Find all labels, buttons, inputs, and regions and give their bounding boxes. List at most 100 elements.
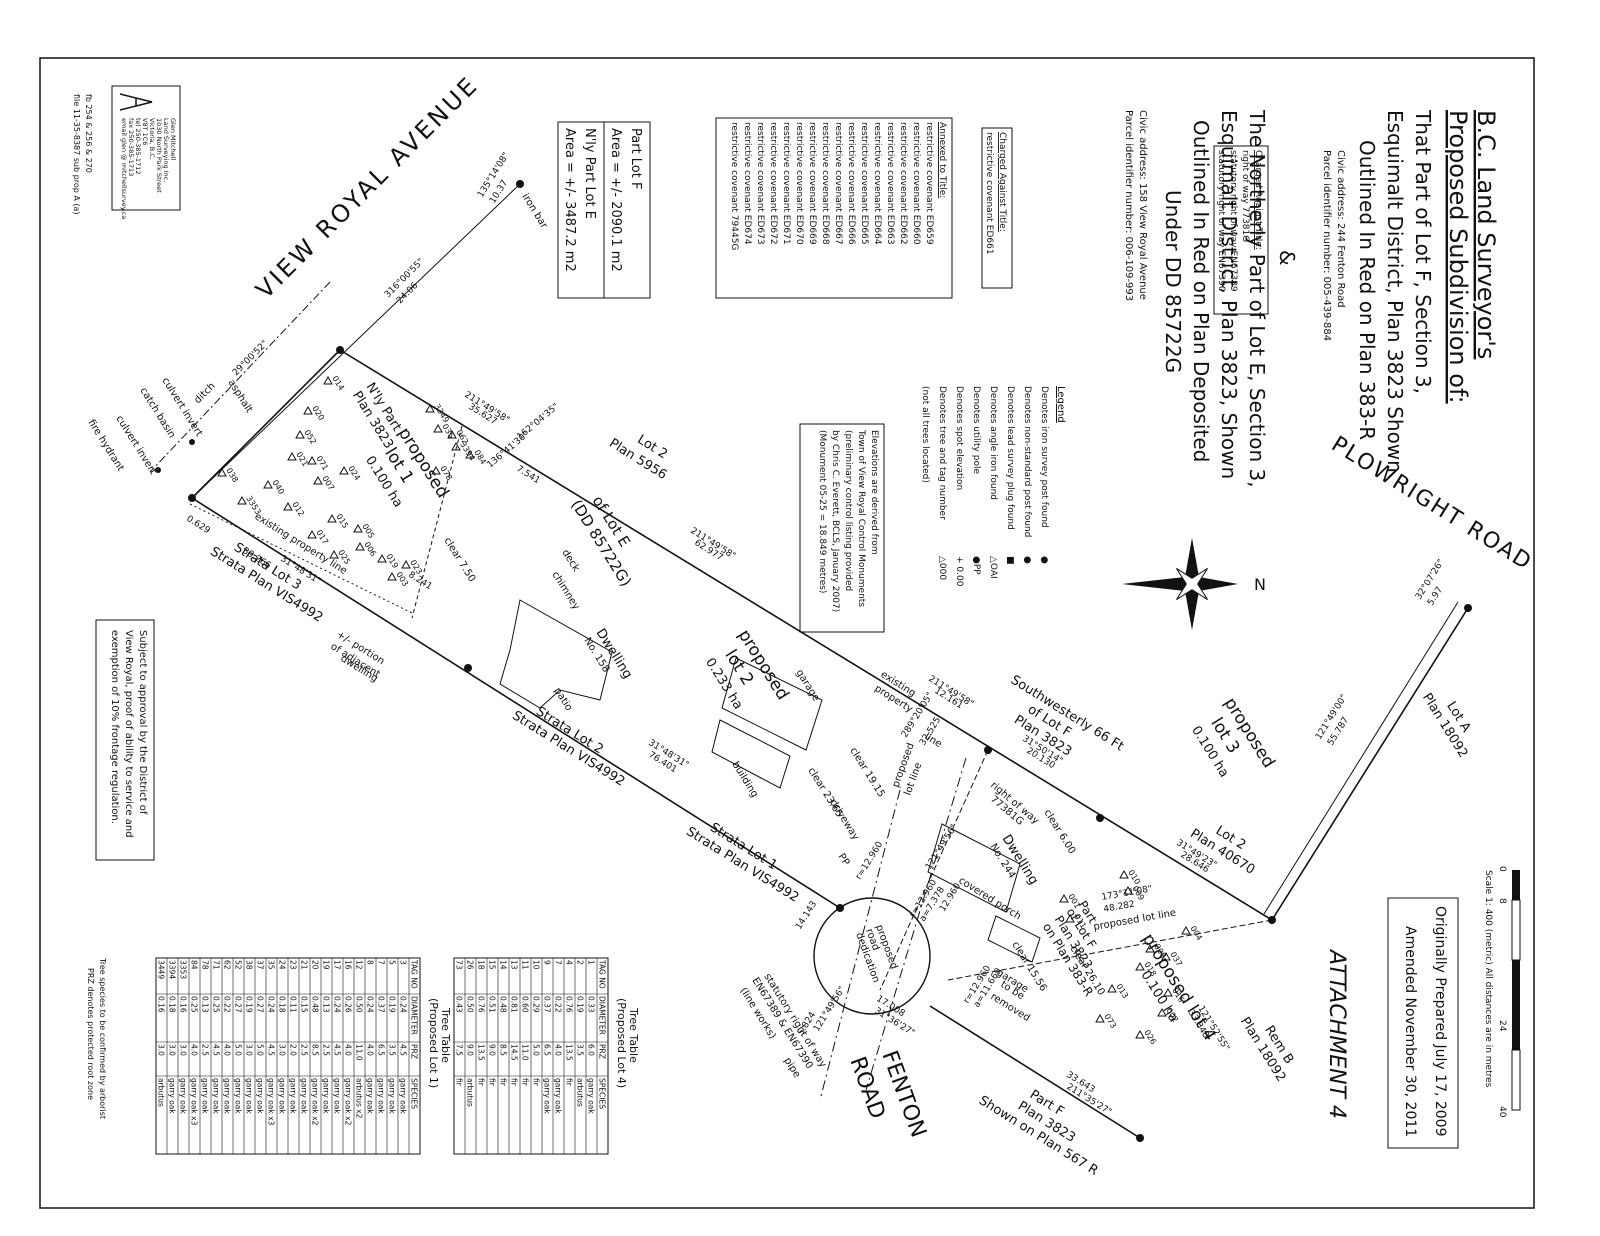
table-cell: 16 xyxy=(344,960,353,970)
table-cell: fir xyxy=(510,1078,519,1087)
tree-symbol xyxy=(387,571,397,581)
table-cell: 0.18 xyxy=(278,996,287,1013)
tree-symbol xyxy=(217,467,227,477)
dim: 121°49'56" xyxy=(812,985,848,1034)
utility-pole xyxy=(155,467,161,473)
table-cell: 6.5 xyxy=(543,1044,552,1056)
table-cell: fir xyxy=(455,1078,464,1087)
tree-symbol xyxy=(283,501,293,511)
tree-symbol xyxy=(295,429,305,439)
table-cell: 1 xyxy=(587,960,596,965)
dim: r=12.960 xyxy=(854,840,885,882)
civic-address-2: Civic address: 158 View Royal Avenue xyxy=(1137,110,1148,300)
title-line-9: Under DD 85722G xyxy=(1161,190,1185,373)
tree-tag-number: 013 xyxy=(1114,982,1130,1000)
approval-lines-line: View Royal, proof of ability to service … xyxy=(123,630,134,838)
table-cell: 0.33 xyxy=(587,996,596,1013)
boundary-north xyxy=(339,349,1273,921)
pp-label: PP xyxy=(835,852,851,868)
table-cell: 24 xyxy=(278,960,287,970)
surveyor-lines-line: email glen @ mitchellsurvey.ca xyxy=(120,118,128,219)
legend-symbol: △000 xyxy=(937,556,947,580)
table-cell: 26 xyxy=(466,960,475,970)
table-header: SPECIES xyxy=(598,1078,607,1109)
surveyor-lines-line: V8T 1C6 xyxy=(141,118,149,145)
annexed-lines-line: restrictive covenant ED671 xyxy=(781,122,791,245)
survey-post xyxy=(188,494,196,502)
title-line-1: B.C. Land Surveyor's xyxy=(1472,110,1500,359)
boundary-south xyxy=(191,497,841,909)
table-cell: garry oak xyxy=(289,1078,298,1114)
iron-bar-label: iron bar xyxy=(519,192,549,232)
garage-244 xyxy=(987,915,1041,963)
table-cell: 0.16 xyxy=(179,996,188,1013)
tree-symbol xyxy=(1065,913,1075,923)
surveyor-lines-line: Victoria, B.C. xyxy=(148,118,156,160)
survey-post xyxy=(1136,1134,1144,1142)
tree-symbol xyxy=(431,465,441,475)
area-box-part-lot-f: Part Lot F Area = +/- 2090.1 m2 xyxy=(603,121,651,299)
table-cell: 84 xyxy=(190,960,199,970)
annexed-lines-line: restrictive covenant ED665 xyxy=(859,122,869,245)
table-cell: garry oak xyxy=(223,1078,232,1114)
table-cell: 9.0 xyxy=(488,1044,497,1056)
road-fenton-1: FENTON xyxy=(876,1048,930,1141)
annexed-lines-line: restrictive covenant ED672 xyxy=(768,122,778,245)
table-cell: garry oak xyxy=(388,1078,397,1114)
tree-symbol xyxy=(1107,983,1117,993)
scale-bar: 0 8 24 40 Scale 1: 400 (metric) All dist… xyxy=(1483,866,1521,1118)
table-cell: garry oak xyxy=(256,1078,265,1114)
dim: 7.541 xyxy=(514,464,541,486)
lot-1-2-line xyxy=(411,425,463,619)
lot-2-label: proposed lot 2 0.233 ha xyxy=(702,626,792,712)
table-cell: 0.22 xyxy=(554,996,563,1013)
plowright-edge-1 xyxy=(1271,607,1469,921)
annexed-lines-line: restrictive covenant ED674 xyxy=(742,122,752,245)
neighbour-strata-2: Strata Lot 2 Strata Plan VIS4992 xyxy=(509,704,627,789)
table-cell: 0.27 xyxy=(234,996,243,1013)
approval-lines-line: Subject to approval by the District of xyxy=(137,630,148,815)
annexed-lines-line: restrictive covenant ED667 xyxy=(833,122,843,245)
table-cell: 17 xyxy=(333,960,342,970)
table-cell: 4.5 xyxy=(333,1044,342,1056)
table-cell: garry oak xyxy=(399,1078,408,1114)
legend-symbol: ● xyxy=(1039,556,1049,564)
tree-tag-number: 012 xyxy=(290,500,306,518)
elev-lines-line: Elevations are derived from xyxy=(869,430,879,555)
tree-symbol xyxy=(287,451,297,461)
tree-tag-number: 004 xyxy=(1188,924,1204,942)
garage-removed-3: removed xyxy=(988,991,1031,1024)
scale-tick-8: 8 xyxy=(1497,898,1507,904)
garage-158 xyxy=(721,657,823,751)
annexed-lines-line: restrictive covenant ED666 xyxy=(846,122,856,245)
tree-tag-number: 010 xyxy=(1126,868,1142,886)
table-cell: 4.0 xyxy=(223,1044,232,1056)
table-cell: 15 xyxy=(488,960,497,970)
tree-symbol xyxy=(1095,1013,1105,1023)
tree-symbol xyxy=(355,541,365,551)
tree-tag-number: 071 xyxy=(314,454,330,472)
ditch-label: ditch xyxy=(192,381,217,406)
table-cell: 0.51 xyxy=(488,996,497,1013)
tree-tag-number: 021 xyxy=(294,450,310,468)
file-reference: fb 254 & 256 & 270 file 11-35-8387 sub p… xyxy=(72,94,93,215)
table-cell: 5 xyxy=(388,960,397,965)
tree-tag-number: 019 xyxy=(384,552,400,570)
table-header: TAG NO xyxy=(410,959,419,989)
table-cell: 3449 xyxy=(157,960,166,979)
lot-3-label: proposed lot 3 0.100 ha xyxy=(1188,694,1278,780)
table-cell: 2.5 xyxy=(322,1044,331,1056)
tree-symbol xyxy=(237,495,247,505)
utility-pole xyxy=(189,439,195,445)
annexed-lines-line: restrictive covenant ED669 xyxy=(807,122,817,245)
table-cell: garry oak xyxy=(234,1078,243,1114)
tree-symbol xyxy=(377,553,387,563)
file-ref-line-2: file 11-35-8387 sub prop A (a) xyxy=(72,94,81,215)
clear-label: clear 23.65 xyxy=(805,766,844,820)
table-cell: 0.27 xyxy=(256,996,265,1013)
table-cell: 35 xyxy=(267,960,276,970)
tree-symbol xyxy=(263,479,273,489)
legend-item: Denotes utility pole xyxy=(971,386,981,474)
asphalt-label: asphalt xyxy=(225,378,254,415)
pid-1: Parcel identifier number: 005-439-884 xyxy=(1321,150,1332,341)
